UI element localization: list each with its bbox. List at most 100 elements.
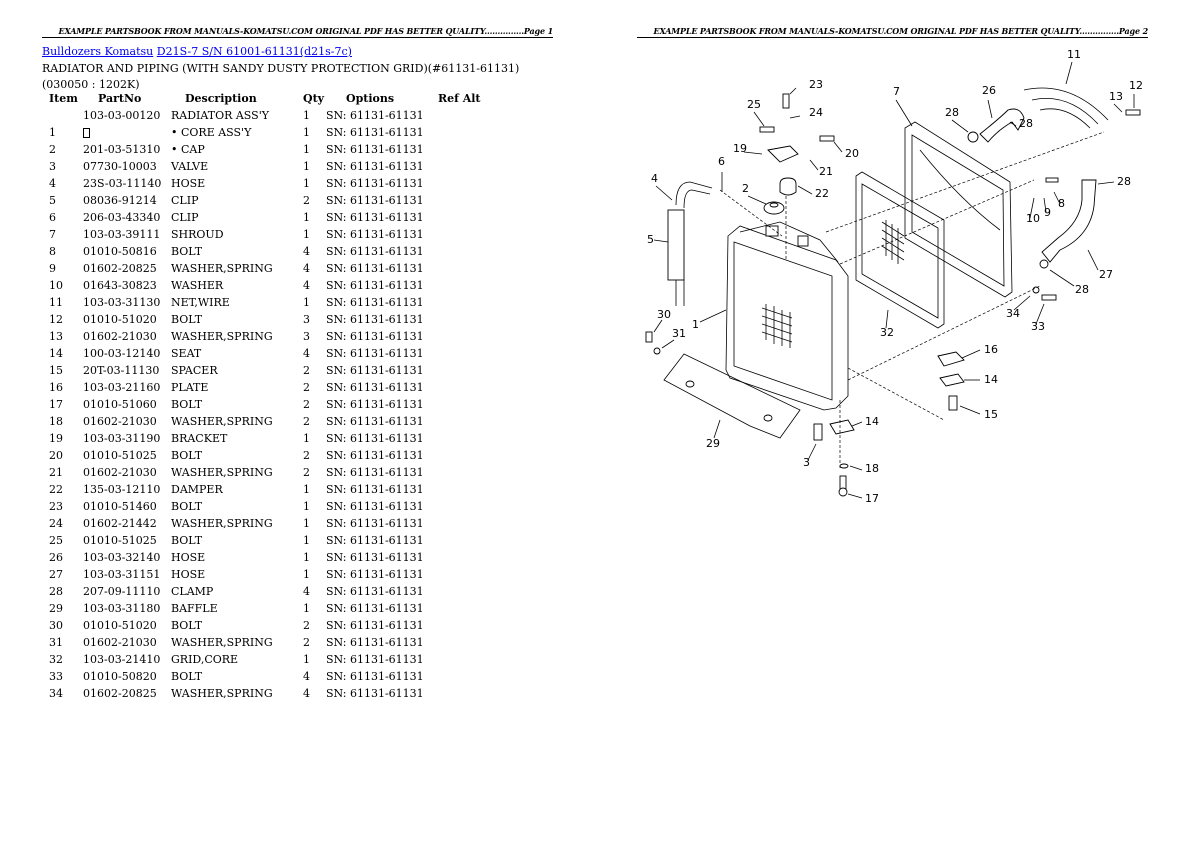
callout-label: 16: [984, 343, 998, 356]
breadcrumb-link-category[interactable]: Bulldozers Komatsu: [42, 45, 154, 58]
part-number-cell: 01010-51020: [83, 619, 157, 632]
callout-label: 23: [809, 78, 823, 91]
part-number-cell: 01010-51020: [83, 313, 157, 326]
part-description-cell: SEAT: [171, 347, 202, 360]
part-number-cell: 103-03-32140: [83, 551, 161, 564]
part-number-cell: 01602-21030: [83, 415, 157, 428]
part-description-cell: BOLT: [171, 670, 203, 683]
callout-label: 13: [1109, 90, 1123, 103]
callout-label: 27: [1099, 268, 1113, 281]
callout-label: 30: [657, 308, 671, 321]
quantity-cell: 4: [303, 245, 310, 258]
options-cell: SN: 61131-61131: [326, 160, 424, 173]
page-1: EXAMPLE PARTSBOOK FROM MANUALS-KOMATSU.C…: [42, 26, 553, 700]
callout-label: 11: [1067, 48, 1081, 61]
item-number-cell: 25: [49, 534, 63, 547]
part-number-cell: 135-03-12110: [83, 483, 161, 496]
part-number-cell: 01010-51460: [83, 500, 157, 513]
options-cell: SN: 61131-61131: [326, 228, 424, 241]
part-description-cell: • CAP: [171, 143, 205, 156]
options-cell: SN: 61131-61131: [326, 670, 424, 683]
part-number-cell: 103-03-31151: [83, 568, 161, 581]
callout-label: 14: [984, 373, 998, 386]
quantity-cell: 1: [303, 483, 310, 496]
page-header: EXAMPLE PARTSBOOK FROM MANUALS-KOMATSU.C…: [637, 26, 1148, 38]
part-number-cell: 201-03-51310: [83, 143, 161, 156]
options-cell: SN: 61131-61131: [326, 500, 424, 513]
item-number-cell: 24: [49, 517, 63, 530]
callout-label: 8: [1058, 197, 1065, 210]
page-2: EXAMPLE PARTSBOOK FROM MANUALS-KOMATSU.C…: [595, 0, 1190, 842]
item-number-cell: 27: [49, 568, 63, 581]
callout-label: 15: [984, 408, 998, 421]
callout-label: 14: [865, 415, 879, 428]
quantity-cell: 1: [303, 126, 310, 139]
item-number-cell: 9: [49, 262, 56, 275]
quantity-cell: 1: [303, 296, 310, 309]
callout-label: 32: [880, 326, 894, 339]
callout-label: 26: [982, 84, 996, 97]
options-cell: SN: 61131-61131: [326, 245, 424, 258]
part-description-cell: BOLT: [171, 398, 203, 411]
column-header-description: Description: [185, 92, 257, 105]
callout-label: 4: [651, 172, 658, 185]
breadcrumb-link-model[interactable]: D21S-7 S/N 61001-61131(d21s-7c): [156, 45, 352, 58]
callout-label: 12: [1129, 79, 1143, 92]
quantity-cell: 1: [303, 653, 310, 666]
part-number-cell: 01643-30823: [83, 279, 157, 292]
part-description-cell: BOLT: [171, 245, 203, 258]
item-number-cell: 19: [49, 432, 63, 445]
part-number-cell: 01602-21030: [83, 466, 157, 479]
callout-label: 10: [1026, 212, 1040, 225]
options-cell: SN: 61131-61131: [326, 449, 424, 462]
quantity-cell: 2: [303, 449, 310, 462]
callout-label: 22: [815, 187, 829, 200]
part-number-cell: 103-03-31130: [83, 296, 161, 309]
options-cell: SN: 61131-61131: [326, 109, 424, 122]
quantity-cell: 1: [303, 500, 310, 513]
options-cell: SN: 61131-61131: [326, 636, 424, 649]
item-number-cell: 20: [49, 449, 63, 462]
quantity-cell: 2: [303, 364, 310, 377]
part-number-cell: 20T-03-11130: [83, 364, 160, 377]
quantity-cell: 2: [303, 466, 310, 479]
options-cell: SN: 61131-61131: [326, 143, 424, 156]
part-description-cell: NET,WIRE: [171, 296, 230, 309]
part-description-cell: BOLT: [171, 500, 203, 513]
callout-label: 2: [742, 182, 749, 195]
item-number-cell: 29: [49, 602, 63, 615]
missing-glyph-icon: [83, 128, 90, 138]
item-number-cell: 11: [49, 296, 63, 309]
options-cell: SN: 61131-61131: [326, 534, 424, 547]
part-description-cell: WASHER: [171, 279, 224, 292]
item-number-cell: 4: [49, 177, 56, 190]
part-number-cell: 103-03-21410: [83, 653, 161, 666]
quantity-cell: 1: [303, 551, 310, 564]
options-cell: SN: 61131-61131: [326, 398, 424, 411]
table-header-row: Item PartNo Description Qty Options Ref …: [44, 90, 498, 107]
part-description-cell: BOLT: [171, 534, 203, 547]
callout-label: 34: [1006, 307, 1020, 320]
options-cell: SN: 61131-61131: [326, 687, 424, 700]
options-cell: SN: 61131-61131: [326, 585, 424, 598]
part-number-cell: 01010-51025: [83, 449, 157, 462]
part-number-cell: [83, 124, 171, 141]
part-number-cell: 01602-21030: [83, 636, 157, 649]
item-number-cell: 26: [49, 551, 63, 564]
part-number-cell: 01010-50816: [83, 245, 157, 258]
options-cell: SN: 61131-61131: [326, 517, 424, 530]
callout-label: 18: [865, 462, 879, 475]
callout-label: 31: [672, 327, 686, 340]
item-number-cell: 21: [49, 466, 63, 479]
quantity-cell: 4: [303, 687, 310, 700]
options-cell: SN: 61131-61131: [326, 602, 424, 615]
